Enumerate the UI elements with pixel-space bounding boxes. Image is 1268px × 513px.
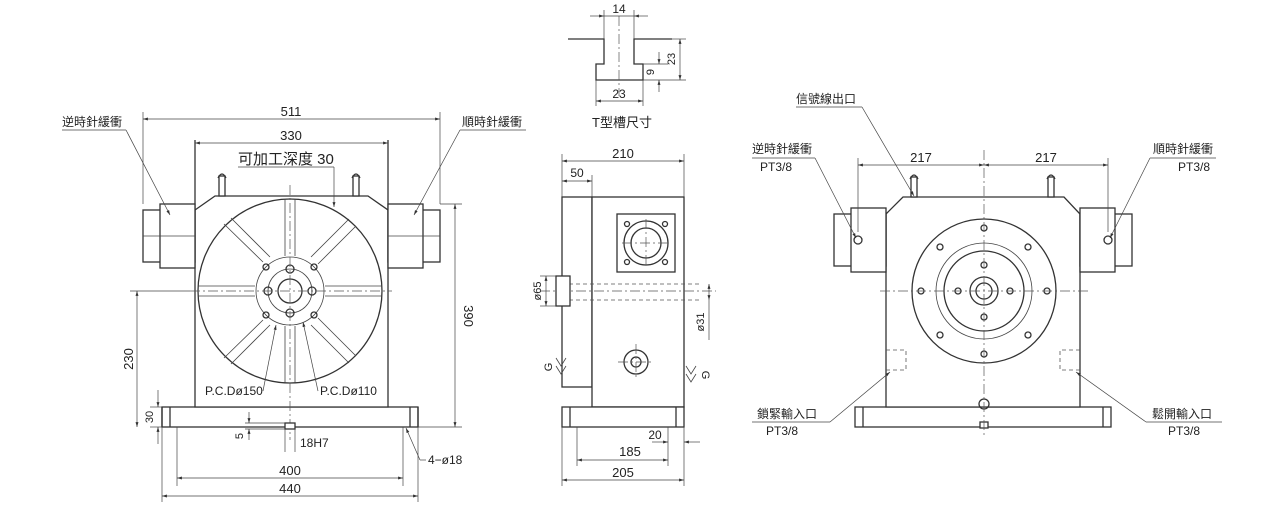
back-view: 217 217 信號線出口 逆時針緩衝 PT3/8 順時針緩衝 PT3/8 鎖緊… (752, 91, 1222, 438)
dim-back-217-right: 217 (1035, 150, 1057, 165)
dim-pcd-150: P.C.Dø150 (205, 384, 263, 398)
t-slots (198, 199, 382, 383)
dim-key-width: 18H7 (300, 436, 329, 450)
t-slot-dim-depth: 9 (645, 69, 657, 75)
dim-side-185: 185 (619, 444, 641, 459)
dim-side-50: 50 (570, 166, 584, 180)
dim-230: 230 (121, 348, 136, 370)
dim-400: 400 (279, 463, 301, 478)
side-view: G G 210 50 ø65 ø31 20 185 20 (532, 146, 716, 486)
front-label-ccw-buffer: 逆時針緩衝 (62, 114, 122, 129)
back-label-cw-port: PT3/8 (1178, 160, 1210, 174)
dim-back-217-left: 217 (910, 150, 932, 165)
t-slot-detail: 14 23 9 23 T型槽尺寸 (568, 2, 686, 130)
back-label-release-input: 鬆開輸入口 (1152, 406, 1212, 421)
back-label-ccw-port: PT3/8 (760, 160, 792, 174)
back-label-signal-outlet: 信號線出口 (796, 91, 856, 106)
back-cw-buffer-cylinder (1079, 207, 1133, 273)
side-base (561, 406, 685, 428)
side-surface-mark-right: G (699, 371, 711, 380)
side-surface-mark-left: G (543, 363, 555, 372)
side-shaft-end (555, 275, 571, 307)
dim-side-20: 20 (648, 428, 662, 442)
front-cw-buffer-cylinder (387, 203, 441, 269)
dim-330: 330 (280, 128, 302, 143)
front-label-cw-buffer: 順時針緩衝 (462, 114, 522, 129)
front-key-slot (284, 422, 296, 430)
dim-pcd-110: P.C.Dø110 (320, 384, 377, 398)
front-ccw-buffer-cylinder (142, 203, 196, 269)
t-slot-dim-total: 23 (666, 53, 678, 65)
t-slot-profile (568, 38, 672, 81)
dim-side-d65: ø65 (532, 282, 544, 301)
back-label-cw-buffer: 順時針緩衝 (1153, 141, 1213, 156)
back-ccw-buffer-cylinder (833, 207, 887, 273)
front-view: 511 330 可加工深度 30 逆時針緩衝 順時針緩衝 390 230 30 (62, 104, 526, 502)
dim-440: 440 (279, 481, 301, 496)
dim-511: 511 (281, 104, 302, 119)
back-label-lock-port: PT3/8 (766, 424, 798, 438)
machining-depth-note: 可加工深度 30 (238, 151, 334, 168)
front-base-feet (161, 407, 419, 427)
side-port-fitting (618, 344, 654, 380)
back-body (885, 196, 1081, 408)
lifting-eye-left (217, 173, 227, 197)
back-label-release-port: PT3/8 (1168, 424, 1200, 438)
dim-30: 30 (144, 411, 156, 423)
t-slot-dim-top: 14 (612, 2, 626, 16)
back-label-ccw-buffer: 逆時針緩衝 (752, 141, 812, 156)
dim-key-depth: 5 (234, 433, 246, 439)
back-lifting-eye-left (909, 174, 919, 198)
dim-side-d31: ø31 (695, 313, 707, 332)
back-label-lock-input: 鎖緊輸入口 (757, 406, 817, 421)
dim-390: 390 (461, 305, 476, 327)
dim-side-210: 210 (612, 146, 634, 161)
t-slot-caption: T型槽尺寸 (592, 115, 652, 130)
back-lifting-eye-right (1046, 174, 1056, 198)
t-slot-dim-bottom: 23 (612, 87, 626, 101)
dim-side-205: 205 (612, 465, 634, 480)
dim-holes: 4−ø18 (428, 453, 463, 467)
lifting-eye-right (351, 173, 361, 197)
side-motor-flange (616, 213, 676, 273)
